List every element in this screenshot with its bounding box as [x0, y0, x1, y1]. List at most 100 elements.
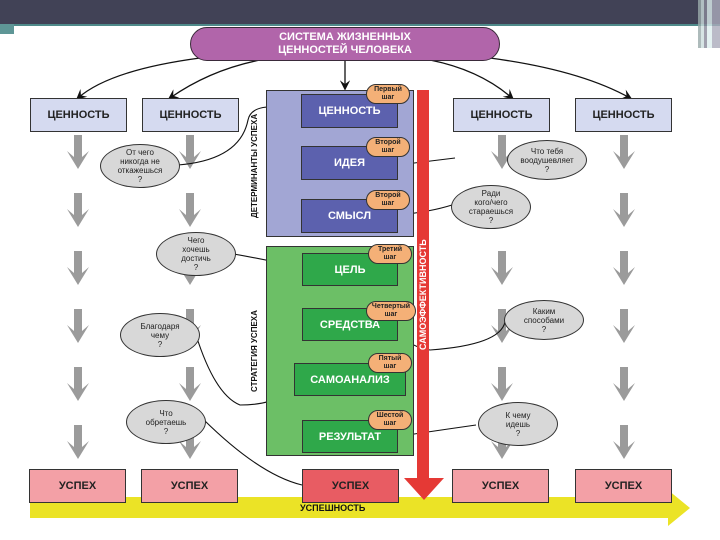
self-efficacy-label: САМОЭФФЕКТИВНОСТЬ: [418, 239, 428, 350]
value-box: ЦЕННОСТЬ: [142, 98, 239, 132]
down-arrow-icon: [67, 309, 89, 343]
slide-header-bar: [0, 0, 720, 24]
step-badge-text: шаг: [383, 254, 397, 261]
down-arrow-icon: [179, 367, 201, 401]
down-arrow-icon: [67, 251, 89, 285]
question-text: ?: [163, 426, 169, 436]
step-badge-text: шаг: [381, 147, 395, 154]
question-text: Каким: [532, 306, 556, 316]
question-text: К чему: [505, 410, 531, 420]
determinants-label: ДЕТЕРМИНАНТЫ УСПЕХА: [250, 113, 259, 218]
step-badge-text: шаг: [381, 94, 395, 101]
down-arrow-icon: [491, 367, 513, 401]
question-text: кого/чего: [474, 198, 508, 207]
fan-curve-1: [76, 57, 201, 100]
down-arrow-icon: [491, 135, 513, 169]
step-badge-text: Шестой: [376, 412, 404, 419]
down-arrow-icon: [613, 425, 635, 459]
fan-curve-2: [167, 59, 261, 100]
title-line-1: СИСТЕМА ЖИЗНЕННЫХ: [279, 31, 411, 43]
step-badge-text: Первый: [374, 86, 402, 93]
success-box-center: УСПЕХ: [302, 469, 399, 503]
fan-curve-4: [429, 59, 514, 100]
question-text: ?: [515, 428, 521, 438]
value-box: ЦЕННОСТЬ: [575, 98, 672, 132]
question-text: стараешься: [468, 207, 514, 216]
self-efficacy-arrow: [417, 90, 429, 480]
down-arrow-icon: [67, 425, 89, 459]
down-arrow-icon: [491, 309, 513, 343]
connector-q7: [203, 419, 303, 486]
down-arrow-icon: [613, 367, 635, 401]
title-line-2: ЦЕННОСТЕЙ ЧЕЛОВЕКА: [278, 44, 412, 56]
down-arrow-icon: [179, 193, 201, 227]
question-text: Ради: [481, 189, 501, 198]
down-arrow-icon: [613, 251, 635, 285]
question-text: способами: [523, 315, 565, 325]
down-arrow-icon: [67, 367, 89, 401]
question-text: От чего: [126, 148, 154, 157]
question-text: обретаешь: [145, 417, 187, 427]
step-badge-text: шаг: [381, 200, 395, 207]
down-arrow-icon: [67, 193, 89, 227]
question-text: Что тебя: [530, 146, 564, 156]
step-badge-text: шаг: [384, 311, 398, 318]
question-text: ?: [488, 216, 494, 225]
down-arrow-icon: [67, 135, 89, 169]
question-text: ?: [137, 175, 143, 184]
question-text: хочешь: [182, 245, 210, 254]
question-text: ?: [544, 164, 550, 174]
down-arrow-icon: [179, 425, 201, 459]
question-text: Что: [159, 408, 173, 418]
question-text: Благодаря: [140, 321, 180, 331]
self-efficacy-arrowhead: [404, 478, 444, 500]
question-text: чему: [150, 330, 170, 340]
slide-header-divider: [0, 24, 720, 26]
success-box: УСПЕХ: [575, 469, 672, 503]
success-box: УСПЕХ: [452, 469, 549, 503]
connector-q5: [397, 321, 506, 351]
value-box: ЦЕННОСТЬ: [30, 98, 127, 132]
step-badge-text: Пятый: [378, 355, 402, 362]
value-box: ЦЕННОСТЬ: [453, 98, 550, 132]
step-badge-text: Четвертый: [371, 303, 411, 310]
step-badge-text: Второй: [375, 192, 401, 199]
question-text: достичь: [181, 254, 211, 263]
success-box: УСПЕХ: [141, 469, 238, 503]
question-text: Чего: [187, 236, 205, 245]
fan-curve-5: [489, 57, 633, 100]
success-bar-label: УСПЕШНОСТЬ: [300, 503, 366, 513]
step-badge-text: шаг: [383, 420, 397, 427]
slide-header-accent-left: [0, 24, 14, 34]
slide-header-accent-right: [698, 0, 720, 48]
success-box: УСПЕХ: [29, 469, 126, 503]
strategy-label: СТРАТЕГИЯ УСПЕХА: [250, 310, 259, 392]
question-text: ?: [193, 263, 199, 272]
step-badge-text: Второй: [375, 139, 401, 146]
question-text: ?: [541, 324, 547, 334]
question-text: ?: [157, 339, 163, 349]
question-text: воодушевляет: [520, 155, 574, 165]
step-badge-text: шаг: [383, 363, 397, 370]
down-arrow-icon: [613, 309, 635, 343]
down-arrow-icon: [613, 193, 635, 227]
title-pill: СИСТЕМА ЖИЗНЕННЫХ ЦЕННОСТЕЙ ЧЕЛОВЕКА: [190, 27, 500, 61]
down-arrow-icon: [613, 135, 635, 169]
question-text: откажешься: [117, 166, 163, 175]
down-arrow-icon: [179, 135, 201, 169]
question-text: идешь: [505, 419, 531, 429]
